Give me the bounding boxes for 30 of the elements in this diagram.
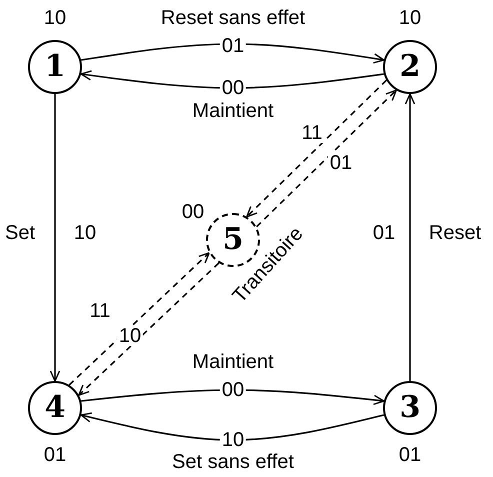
- state-output: 01: [398, 445, 422, 465]
- state-output: 10: [398, 8, 422, 28]
- state-number: 4: [44, 393, 66, 423]
- state-circle: [383, 381, 437, 435]
- transition-name: Reset: [428, 223, 482, 243]
- arrow: [80, 70, 384, 89]
- state-number: 1: [44, 52, 66, 82]
- edge-label: 10: [116, 326, 144, 346]
- arrow: [81, 389, 385, 406]
- transition-name: Set: [4, 223, 36, 243]
- state-circle: [383, 40, 437, 94]
- state-output: 00: [182, 202, 204, 222]
- arrow: [80, 43, 385, 64]
- transition-name: Maintient: [192, 101, 274, 121]
- state-circle: [28, 40, 82, 94]
- dashed-arrow: [246, 80, 388, 218]
- state-circle: [28, 381, 82, 435]
- transition-name: Reset sans effet: [160, 8, 306, 28]
- state-number: 2: [400, 52, 420, 82]
- state-output: 10: [44, 8, 66, 28]
- arrow: [80, 412, 384, 441]
- dashed-arrow: [78, 262, 220, 396]
- state-number: 3: [400, 393, 420, 423]
- arrow: [50, 94, 60, 382]
- transition-name: Maintient: [192, 352, 274, 372]
- dashed-arrow: [68, 252, 210, 386]
- state-output: 01: [44, 445, 66, 465]
- transition-name: Set sans effet: [172, 452, 294, 472]
- arrow: [404, 93, 416, 381]
- dashed-arrow: [256, 90, 397, 228]
